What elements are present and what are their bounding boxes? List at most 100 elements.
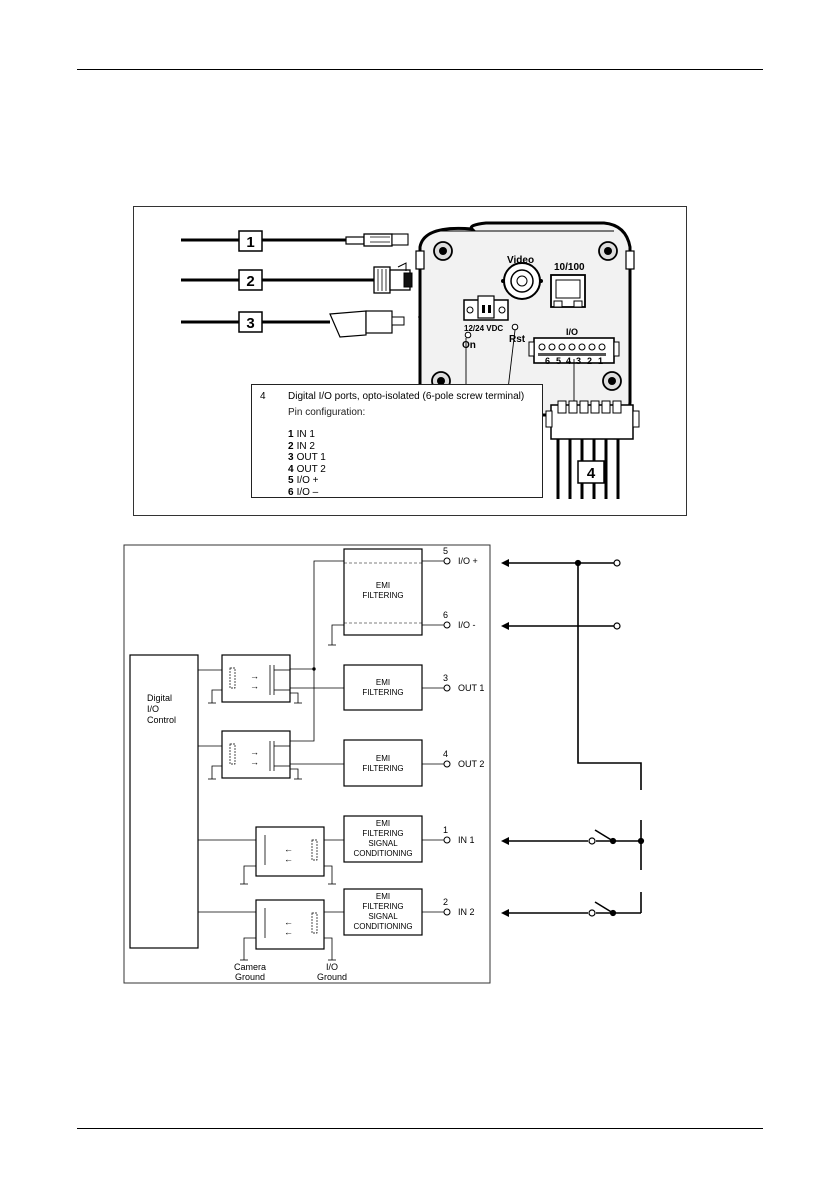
pin-number: 1 xyxy=(288,429,294,440)
emi-sc-label: EMI xyxy=(376,819,390,828)
cable-1 xyxy=(181,233,409,247)
pin-name: I/O – xyxy=(296,486,319,498)
terminal-number: 4 xyxy=(443,749,448,759)
camera-ground-label: Ground xyxy=(235,972,265,982)
camera-connectors-figure: 1 2 3 xyxy=(133,206,687,516)
emi-label: EMI xyxy=(376,678,390,687)
power-terminal xyxy=(463,295,509,321)
header-rule xyxy=(77,69,763,70)
emi-sc-label: CONDITIONING xyxy=(353,922,412,931)
screw-top-left xyxy=(433,241,453,261)
io-pin-4: 4 xyxy=(566,356,571,366)
io-pin-3: 3 xyxy=(576,356,581,366)
pin-number: 3 xyxy=(288,452,294,463)
optocoupler-out2: → → xyxy=(221,730,291,779)
io-pin-2: 2 xyxy=(587,356,592,366)
io-ground-label: I/O xyxy=(326,962,338,972)
terminal-name: OUT 2 xyxy=(458,759,484,769)
io-plug xyxy=(545,400,640,499)
emi-sc-label: FILTERING xyxy=(362,902,403,911)
pin-name: OUT 2 xyxy=(296,463,326,475)
pin-box-subtitle: Pin configuration: xyxy=(288,407,366,418)
emi-label: EMI xyxy=(376,581,390,590)
footer-rule xyxy=(77,1128,763,1129)
io-pin-5: 5 xyxy=(556,356,561,366)
pin-box-title: Digital I/O ports, opto-isolated (6-pole… xyxy=(288,391,525,402)
cable-2 xyxy=(181,262,413,294)
pin-number: 5 xyxy=(288,475,294,486)
emi-label: FILTERING xyxy=(362,591,403,600)
screw-top-right xyxy=(598,241,618,261)
camera-ground-label: Camera xyxy=(234,962,266,972)
pin-box-number: 4 xyxy=(260,391,266,402)
terminal-points xyxy=(443,557,451,916)
terminal-labels: 5 I/O + 6 I/O - 3 OUT 1 4 OUT 2 1 IN 1 2… xyxy=(443,546,484,917)
optocoupler-in2: ← ← xyxy=(255,899,325,950)
svg-text:←: ← xyxy=(284,844,293,854)
pin-name: IN 2 xyxy=(296,440,315,452)
camera-rear-panel: Video 10/100 12/24 VDC On xyxy=(415,221,635,417)
emi-filter-io-power: EMI FILTERING xyxy=(343,548,423,636)
emi-sc-label: FILTERING xyxy=(362,829,403,838)
emi-sc-label: SIGNAL xyxy=(368,839,398,848)
screw-bottom-right xyxy=(602,371,622,391)
pin-configuration-box: 4 Digital I/O ports, opto-isolated (6-po… xyxy=(251,384,543,498)
ground-labels: Camera Ground I/O Ground xyxy=(234,962,347,982)
svg-text:←: ← xyxy=(284,917,293,927)
network-label: 10/100 xyxy=(554,262,585,273)
svg-text:→: → xyxy=(250,671,259,681)
callout-2: 2 xyxy=(238,269,263,291)
video-bnc-connector xyxy=(501,262,543,300)
svg-text:→: → xyxy=(250,757,259,767)
emi-label: EMI xyxy=(376,754,390,763)
terminal-number: 5 xyxy=(443,546,448,556)
emi-label: FILTERING xyxy=(362,764,403,773)
emi-label: FILTERING xyxy=(362,688,403,697)
terminal-name: I/O - xyxy=(458,620,476,630)
terminal-name: IN 2 xyxy=(458,907,475,917)
terminal-number: 2 xyxy=(443,897,448,907)
emi-filter-conditioning-in2: EMI FILTERING SIGNAL CONDITIONING xyxy=(343,888,423,936)
control-label-line3: Control xyxy=(147,715,176,725)
pin-name: I/O + xyxy=(296,475,319,486)
terminal-name: I/O + xyxy=(458,556,478,566)
callout-1: 1 xyxy=(238,230,263,252)
external-arrowheads xyxy=(501,559,509,917)
pin-name: IN 1 xyxy=(296,429,315,440)
digital-io-control-block: Digital I/O Control xyxy=(129,654,199,949)
io-terminal-block xyxy=(528,337,620,364)
pin-number: 6 xyxy=(288,486,294,498)
emi-sc-label: SIGNAL xyxy=(368,912,398,921)
network-rj45-port xyxy=(550,274,586,308)
rst-label: Rst xyxy=(509,334,526,345)
external-wiring xyxy=(503,562,642,914)
emi-sc-label: EMI xyxy=(376,892,390,901)
pin-number: 2 xyxy=(288,440,294,452)
io-pin-1: 1 xyxy=(598,356,603,366)
control-label-line2: I/O xyxy=(147,704,159,714)
io-ground-label: Ground xyxy=(317,972,347,982)
terminal-number: 1 xyxy=(443,825,448,835)
internal-wiring xyxy=(198,560,444,961)
io-pin-numbers: 6 5 4 3 2 1 xyxy=(545,356,603,366)
emi-filter-out2: EMI FILTERING xyxy=(343,739,423,787)
callout-1-label: 1 xyxy=(246,234,254,251)
control-label-line1: Digital xyxy=(147,693,172,703)
svg-text:←: ← xyxy=(284,854,293,864)
svg-text:→: → xyxy=(250,681,259,691)
terminal-number: 6 xyxy=(443,610,448,620)
callout-4-label: 4 xyxy=(587,465,596,482)
pin-name: OUT 1 xyxy=(296,452,326,463)
svg-text:←: ← xyxy=(284,927,293,937)
power-label: 12/24 VDC xyxy=(464,324,503,333)
on-led xyxy=(464,331,472,339)
terminal-number: 3 xyxy=(443,673,448,683)
io-label: I/O xyxy=(566,327,578,337)
